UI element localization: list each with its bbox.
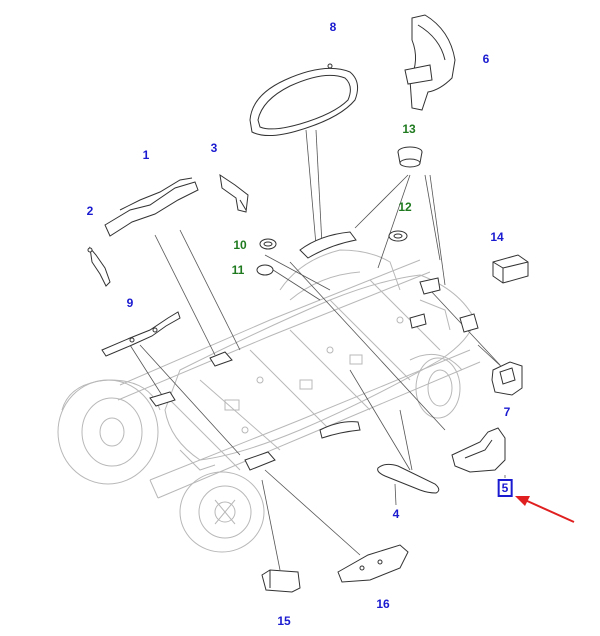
part-14-block [492, 254, 529, 284]
part-16-tray [337, 544, 409, 583]
part-4-strip [377, 463, 440, 494]
callout-1[interactable]: 1 [142, 148, 150, 162]
frame-clips [149, 231, 479, 471]
callout-16[interactable]: 16 [376, 597, 390, 611]
callout-15[interactable]: 15 [277, 614, 291, 628]
callout-5[interactable]: 5 [497, 479, 513, 497]
part-7-bracket [491, 361, 523, 396]
callout-10[interactable]: 10 [233, 238, 247, 252]
callout-6[interactable]: 6 [482, 52, 490, 66]
red-arrow-icon [515, 496, 575, 523]
callout-4[interactable]: 4 [392, 507, 400, 521]
callout-7[interactable]: 7 [503, 405, 511, 419]
part-11-plug [256, 264, 274, 276]
part-6-duct [404, 14, 456, 111]
part-2-bracket [87, 246, 111, 287]
callout-11[interactable]: 11 [231, 263, 245, 277]
part-13-grommet [397, 146, 423, 168]
front-wheel-lower [179, 471, 265, 553]
part-1-bracket [104, 177, 199, 237]
leader-lines [129, 129, 506, 571]
part-12-plug [388, 230, 408, 242]
frame-rail-left [149, 349, 471, 481]
callout-2[interactable]: 2 [86, 204, 94, 218]
parts [87, 14, 529, 593]
part-15-bracket [261, 569, 301, 593]
callout-9[interactable]: 9 [126, 296, 134, 310]
callout-14[interactable]: 14 [490, 230, 504, 244]
callout-8[interactable]: 8 [329, 20, 337, 34]
part-3-bracket [219, 173, 249, 213]
part-10-plug [259, 238, 277, 250]
callout-12[interactable]: 12 [398, 200, 412, 214]
part-5-shield [451, 427, 506, 473]
callout-13[interactable]: 13 [402, 122, 416, 136]
callout-3[interactable]: 3 [210, 141, 218, 155]
rear-wheel-right [409, 353, 463, 419]
part-9-rail [101, 311, 181, 357]
rear-wheel-left [57, 379, 161, 485]
vehicle-frame [57, 249, 481, 553]
part-8-seal-ring [249, 63, 359, 136]
